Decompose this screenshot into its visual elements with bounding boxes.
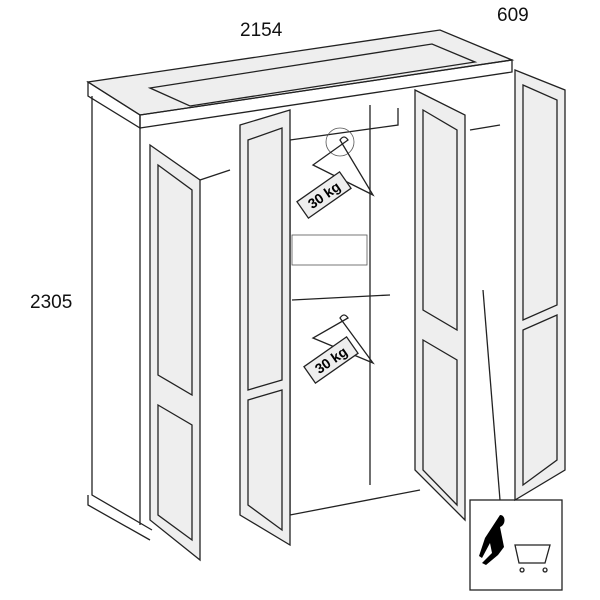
- wardrobe-top: [86, 29, 515, 130]
- door-4: [514, 69, 566, 502]
- hanger-icon-upper: [296, 127, 375, 220]
- door-1: [149, 143, 201, 562]
- depth-dimension: 609: [497, 5, 529, 26]
- scale-person-icon: [469, 289, 563, 591]
- door-3: [414, 88, 466, 522]
- hanger-icon-lower: [303, 314, 375, 385]
- height-dimension: 2305: [30, 292, 73, 313]
- width-dimension: 2154: [240, 20, 283, 41]
- door-2: [239, 109, 291, 547]
